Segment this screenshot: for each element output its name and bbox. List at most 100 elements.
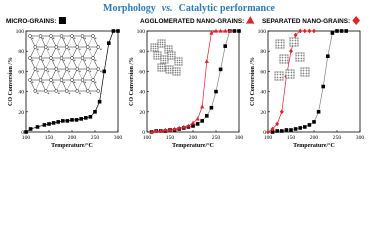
data-point — [154, 128, 159, 133]
data-point — [190, 120, 196, 125]
x-tick-label: 100 — [264, 135, 273, 141]
data-point — [316, 110, 321, 114]
data-point — [335, 29, 339, 33]
y-tick-label: 60 — [18, 69, 24, 75]
x-tick-label: 100 — [22, 135, 31, 141]
data-point — [35, 125, 40, 129]
series-square — [24, 29, 120, 134]
data-point — [167, 127, 173, 132]
data-point — [237, 29, 241, 33]
y-tick-label: 80 — [139, 49, 145, 55]
x-tick-label: 150 — [45, 135, 54, 141]
data-point — [307, 123, 312, 127]
data-point — [339, 29, 344, 33]
y-tick-label: 0 — [263, 130, 266, 136]
data-point — [177, 125, 182, 130]
panel-label: SEPARATED NANO-GRAINS: — [262, 18, 350, 25]
data-point — [344, 29, 348, 33]
data-point — [149, 129, 154, 134]
data-point — [312, 28, 316, 34]
data-point — [61, 119, 65, 123]
data-point — [293, 127, 298, 131]
y-tick-label: 20 — [260, 110, 266, 116]
data-point — [312, 120, 316, 124]
data-point — [298, 126, 302, 130]
data-point — [51, 121, 56, 125]
data-point — [330, 31, 335, 35]
series-triangle — [149, 28, 232, 134]
data-point — [214, 89, 218, 94]
data-point — [307, 28, 312, 34]
y-tick-label: 0 — [142, 130, 145, 136]
data-point — [191, 124, 195, 128]
data-point — [275, 129, 279, 133]
x-tick-label: 250 — [333, 135, 342, 141]
y-tick-label: 60 — [260, 69, 266, 75]
figure: Morphology vs. Catalytic performance MICRO… — [6, 3, 364, 149]
data-point — [209, 30, 214, 35]
data-point — [42, 123, 47, 127]
data-point — [227, 28, 232, 33]
data-point — [280, 129, 284, 133]
data-point — [270, 130, 275, 134]
data-point — [213, 28, 219, 33]
data-point — [284, 128, 289, 132]
data-point — [270, 126, 275, 132]
y-tick-label: 40 — [139, 90, 145, 96]
agglomerated-grains-illustration — [150, 39, 183, 76]
data-point — [321, 84, 325, 89]
data-point — [209, 105, 214, 110]
y-tick-label: 40 — [260, 90, 266, 96]
data-point — [279, 109, 284, 115]
panel-label-triangle-icon — [246, 16, 255, 24]
data-point — [181, 124, 186, 129]
y-tick-label: 100 — [16, 29, 25, 35]
y-tick-label: 0 — [21, 130, 24, 136]
title-vs: vs. — [162, 3, 173, 14]
data-point — [223, 44, 227, 48]
series-diamond — [266, 28, 316, 135]
series-square — [270, 29, 348, 134]
data-point — [200, 119, 204, 123]
data-point — [88, 115, 93, 119]
y-tick-label: 20 — [18, 110, 24, 116]
x-tick-label: 200 — [68, 135, 77, 141]
title-part1: Morphology — [103, 3, 156, 14]
data-point — [163, 127, 168, 132]
y-axis-label: CO Conversion /% — [8, 57, 14, 106]
data-point — [186, 123, 191, 128]
x-axis-label: Temperature/°C — [51, 142, 93, 149]
y-tick-label: 40 — [18, 90, 24, 96]
data-point — [266, 129, 270, 135]
data-point — [84, 116, 88, 120]
data-point — [195, 122, 200, 126]
data-point — [56, 120, 60, 124]
x-tick-label: 200 — [310, 135, 319, 141]
data-point — [326, 54, 330, 59]
panel-label: MICRO-GRAINS: — [6, 18, 56, 25]
x-tick-label: 100 — [143, 135, 152, 141]
y-tick-label: 80 — [260, 49, 266, 55]
data-point — [200, 104, 205, 109]
data-point — [24, 130, 28, 134]
y-tick-label: 60 — [139, 69, 145, 75]
x-axis-label: Temperature/°C — [172, 142, 214, 149]
y-axis-label: CO Conversion /% — [250, 57, 256, 106]
data-point — [47, 122, 51, 126]
figure-title: Morphology vs. Catalytic performance — [103, 3, 276, 14]
data-point — [74, 118, 79, 122]
x-tick-label: 300 — [114, 135, 123, 141]
data-point — [79, 117, 83, 121]
data-point — [232, 29, 237, 33]
x-axis-label: Temperature/°C — [293, 142, 335, 149]
y-tick-label: 80 — [18, 49, 24, 55]
y-axis-label: CO Conversion /% — [129, 57, 135, 106]
data-point — [111, 29, 116, 33]
data-point — [172, 126, 177, 131]
separated-grains-illustration — [274, 37, 310, 81]
data-point — [116, 29, 120, 33]
title-part2: Catalytic performance — [179, 3, 276, 14]
